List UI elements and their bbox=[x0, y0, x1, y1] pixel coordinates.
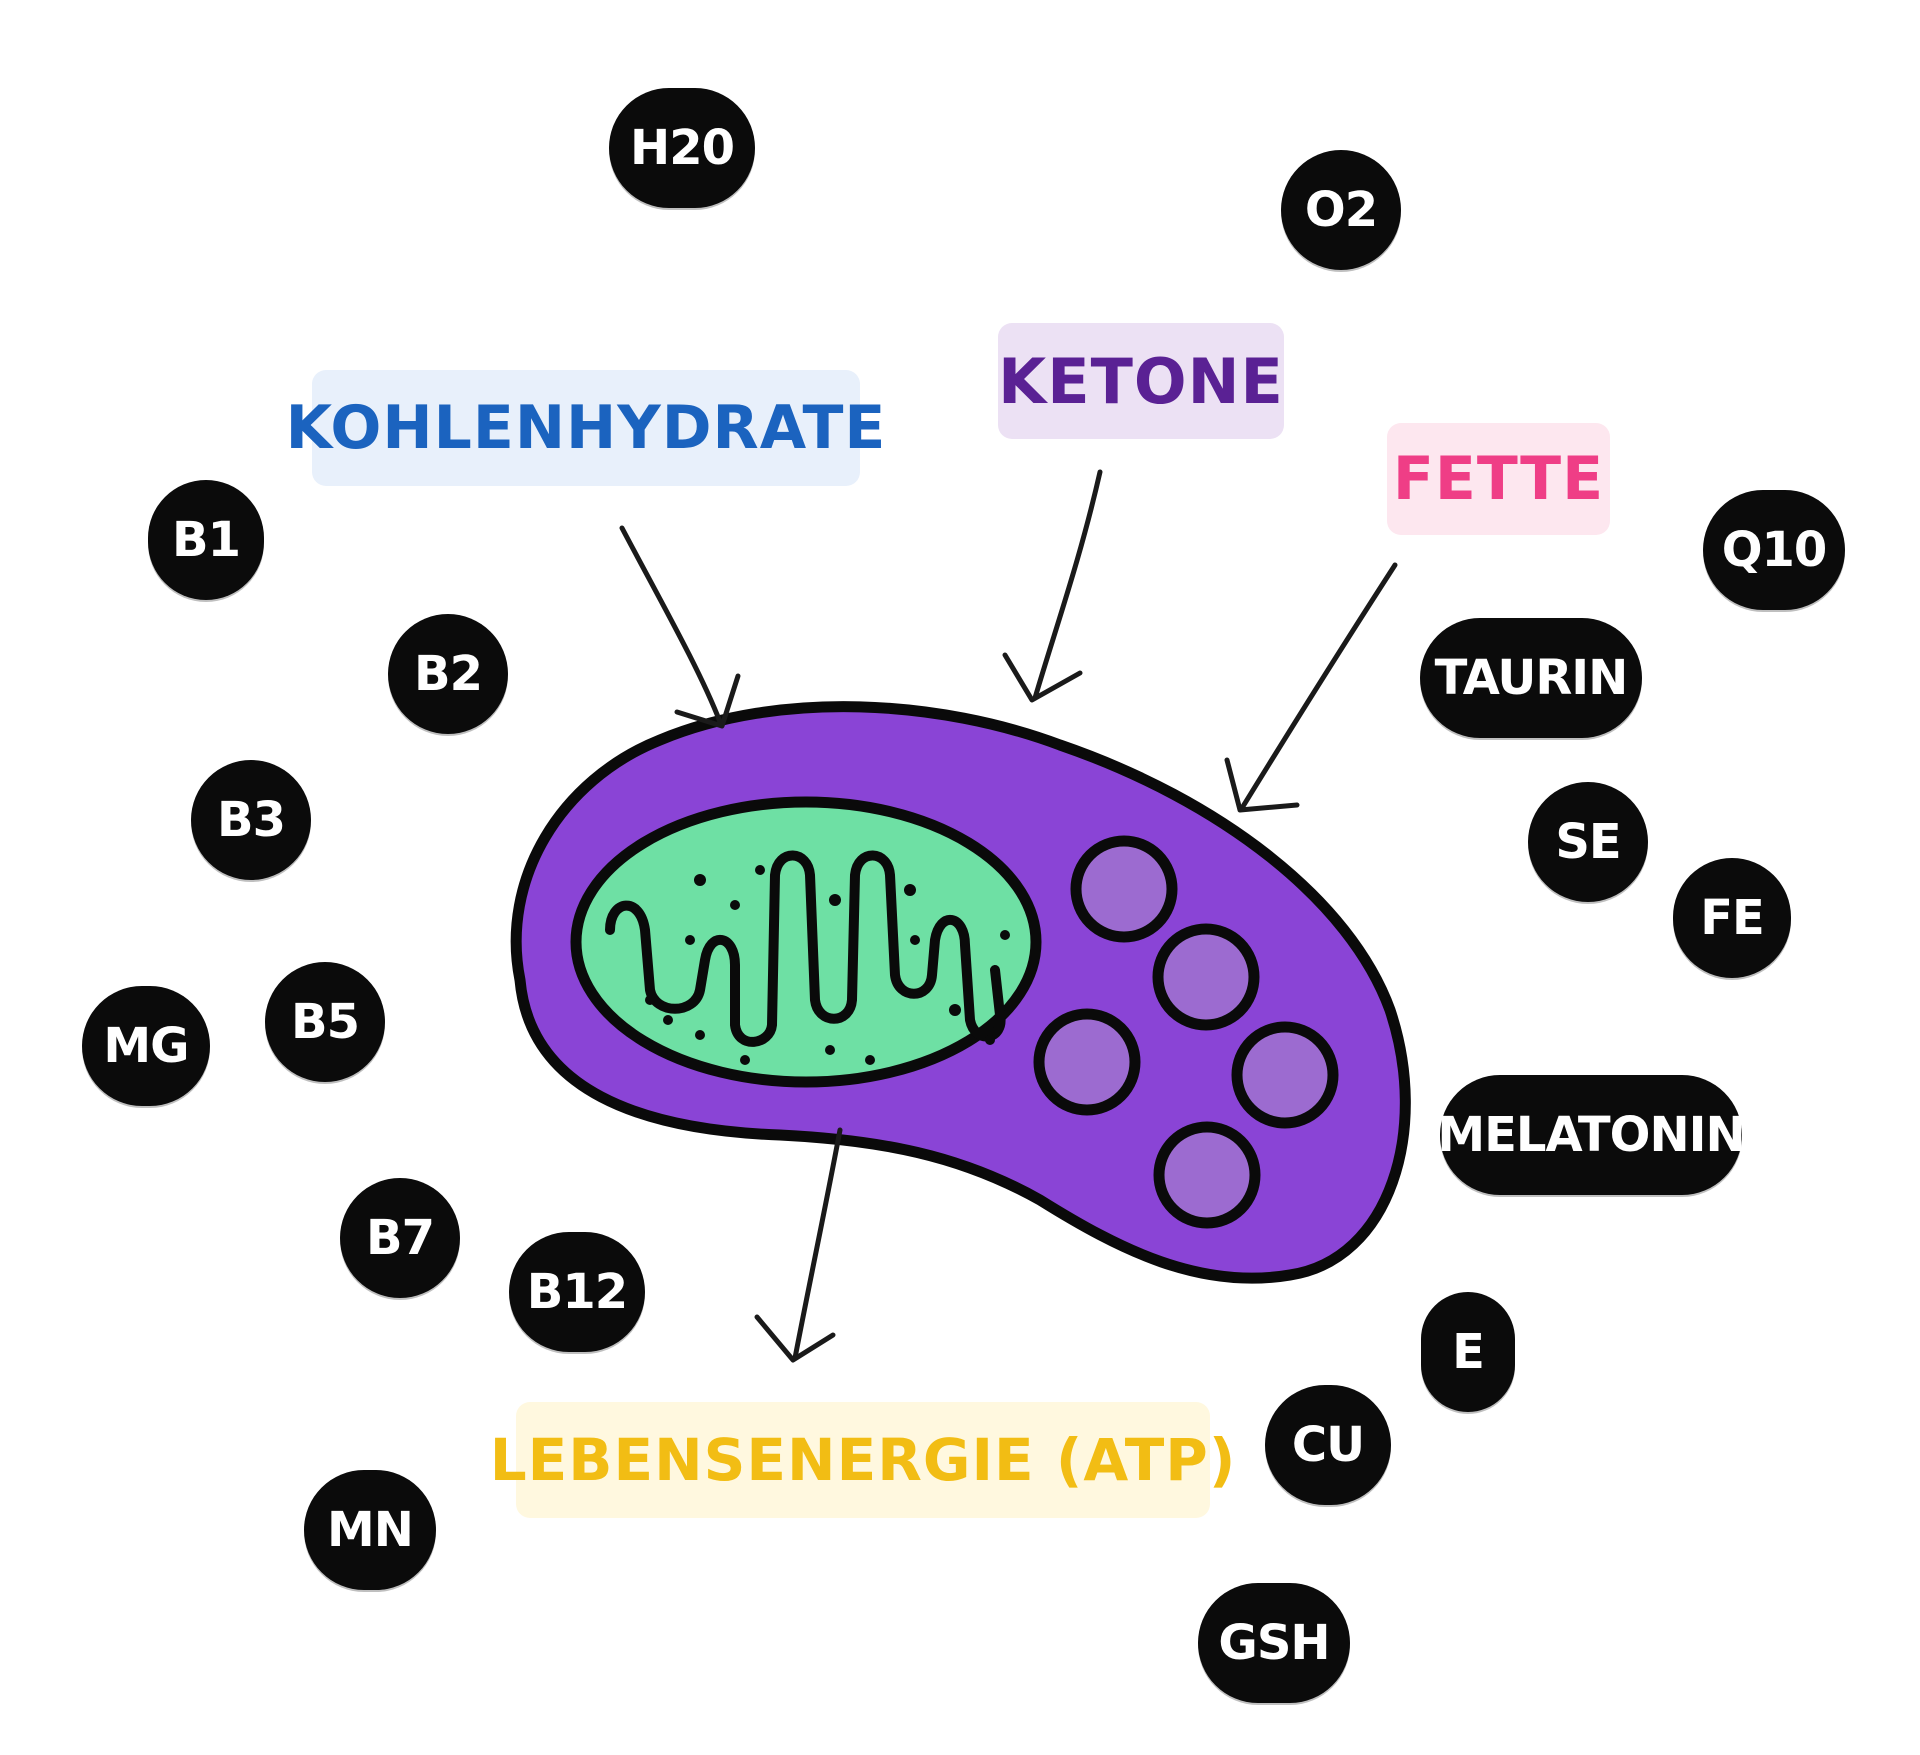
arrows bbox=[619, 469, 1398, 1363]
nutrient-badge-b12: B12 bbox=[509, 1232, 645, 1352]
arrow-atp bbox=[792, 1127, 843, 1361]
nutrient-badge-fe: FE bbox=[1673, 858, 1791, 978]
nutrient-badge-b3: B3 bbox=[191, 760, 311, 880]
granule bbox=[1070, 835, 1178, 943]
label-kohlenhydrate: KOHLENHYDRATE bbox=[286, 370, 885, 486]
arrow-ketone bbox=[1032, 469, 1103, 701]
nutrient-badge-e: E bbox=[1421, 1292, 1515, 1412]
nutrient-badge-melatonin: MELATONIN bbox=[1437, 1075, 1746, 1195]
matrix-dots bbox=[645, 865, 1010, 1065]
nutrient-badge-h2o: H20 bbox=[609, 88, 755, 208]
nutrient-badge-gsh: GSH bbox=[1198, 1583, 1350, 1703]
nutrient-badge-q10: Q10 bbox=[1703, 490, 1845, 610]
granule bbox=[1231, 1021, 1339, 1129]
nutrient-badge-mn: MN bbox=[304, 1470, 436, 1590]
mitochondrion-matrix bbox=[570, 796, 1042, 1088]
arrow-atp-head bbox=[754, 1314, 836, 1363]
granule bbox=[1152, 923, 1260, 1031]
arrow-fette bbox=[1239, 562, 1398, 811]
granules bbox=[1033, 835, 1339, 1229]
mitochondrion-cristae bbox=[605, 850, 1006, 1047]
label-atp: LEBENSENERGIE (ATP) bbox=[490, 1402, 1235, 1518]
granule bbox=[1033, 1008, 1141, 1116]
nutrient-badge-b2: B2 bbox=[388, 614, 508, 734]
arrow-kohlenhydrate bbox=[619, 525, 723, 725]
nutrient-badge-se: SE bbox=[1528, 782, 1648, 902]
nutrient-badge-b1: B1 bbox=[148, 480, 264, 600]
nutrient-badge-mg: MG bbox=[82, 986, 210, 1106]
nutrient-badge-cu: CU bbox=[1265, 1385, 1391, 1505]
granule bbox=[1153, 1121, 1261, 1229]
arrow-ketone-head bbox=[1002, 652, 1083, 703]
arrow-fette-head bbox=[1224, 757, 1300, 813]
nutrient-badge-taurin: TAURIN bbox=[1420, 618, 1642, 738]
arrow-kohlenhydrate-head bbox=[674, 673, 741, 729]
nutrient-badge-b7: B7 bbox=[340, 1178, 460, 1298]
nutrient-badge-b5: B5 bbox=[265, 962, 385, 1082]
label-ketone: KETONE bbox=[998, 323, 1284, 439]
nutrient-badge-o2: O2 bbox=[1281, 150, 1401, 270]
label-fette: FETTE bbox=[1387, 423, 1610, 535]
